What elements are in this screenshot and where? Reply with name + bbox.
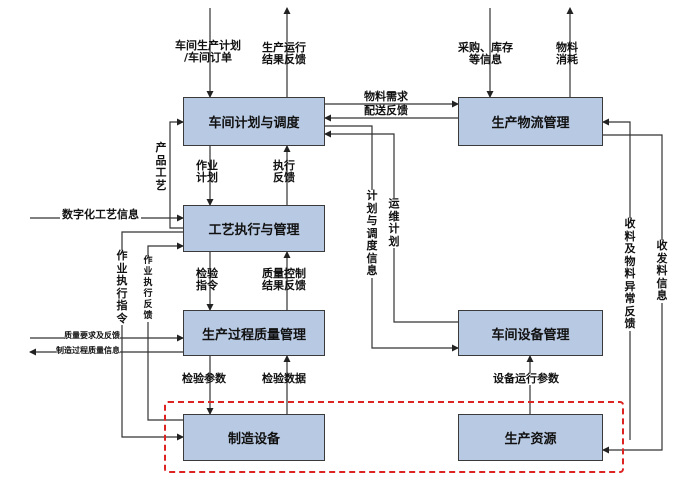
- label-equip-params: 设备运行参数: [493, 372, 559, 385]
- label-quality-req: 质量要求及反馈: [64, 331, 120, 340]
- box-workshop-plan[interactable]: 车间计划与调度: [183, 97, 325, 146]
- box-mfg-equipment[interactable]: 制造设备: [183, 414, 325, 461]
- label-procure: 采购、库存等信息: [458, 41, 513, 66]
- box-process-exec[interactable]: 工艺执行与管理: [183, 205, 325, 252]
- box-logistics[interactable]: 生产物流管理: [458, 97, 603, 146]
- box-production-resources[interactable]: 生产资源: [458, 414, 603, 461]
- label-digital-info: 数字化工艺信息: [60, 208, 141, 221]
- label-job-exec-instr: 作业执行指令: [116, 249, 128, 325]
- arrow-receive-abnormal: [602, 118, 631, 440]
- label-material-consume: 物料消耗: [556, 41, 578, 66]
- label-exec-feedback: 执行反馈: [273, 159, 295, 184]
- shop-floor-zone: [164, 401, 624, 473]
- arrow-product-process: [169, 118, 184, 229]
- label-top-feedback: 生产运行结果反馈: [262, 41, 306, 66]
- label-material-demand: 物料需求: [364, 90, 408, 103]
- label-inspect-params: 检验参数: [182, 372, 226, 385]
- label-ops-plan: 运维计划: [388, 197, 400, 248]
- label-receive-issue: 收发料信息: [656, 239, 668, 303]
- label-receive-abnormal: 收料及物料异常反馈: [624, 217, 636, 331]
- label-inspect-data: 检验数据: [262, 372, 306, 385]
- label-mfg-quality-info: 制造过程质量信息: [56, 346, 120, 355]
- label-inspect-instr: 检验指令: [196, 267, 218, 292]
- label-plan-dispatch: 计划与调度信息: [366, 189, 378, 278]
- label-top-plan: 车间生产计划/车间订单: [175, 39, 241, 64]
- arrow-job-exec-instr: [121, 231, 184, 441]
- label-delivery-feedback: 配送反馈: [364, 104, 408, 117]
- label-product-process: 产品工艺: [155, 141, 167, 192]
- label-job-exec-feedback: 作业执行反馈: [142, 256, 154, 322]
- box-quality-mgmt[interactable]: 生产过程质量管理: [183, 310, 325, 356]
- label-job-plan: 作业计划: [196, 159, 218, 184]
- label-quality-ctrl: 质量控制结果反馈: [262, 267, 306, 292]
- box-equipment-mgmt[interactable]: 车间设备管理: [458, 310, 603, 356]
